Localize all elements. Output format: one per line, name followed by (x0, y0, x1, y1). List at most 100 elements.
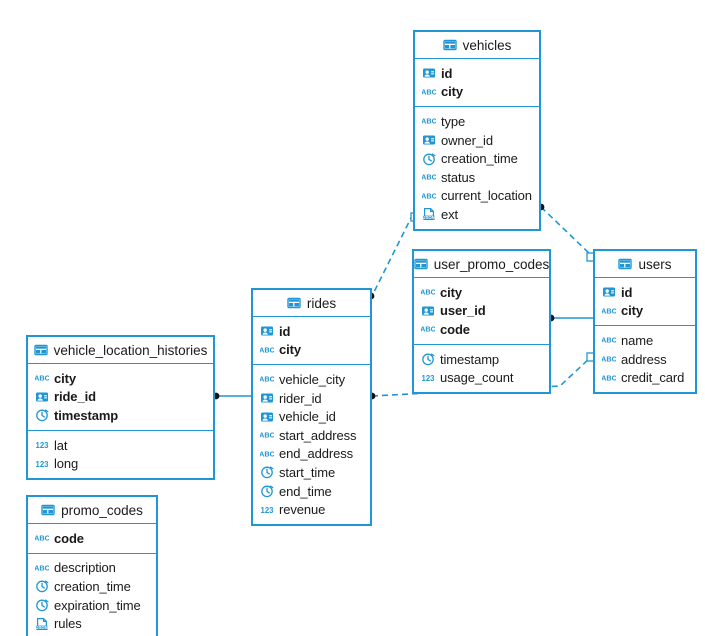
column-row[interactable]: creation_time (415, 149, 539, 168)
svg-text:ABC: ABC (260, 375, 274, 384)
abc-icon: ABC (35, 371, 49, 385)
column-row[interactable]: JSON rules (28, 614, 156, 633)
column-row[interactable]: owner_id (415, 131, 539, 150)
column-name: rules (54, 616, 82, 632)
column-name: timestamp (440, 351, 500, 367)
svg-text:123: 123 (260, 505, 274, 514)
column-name: id (279, 323, 291, 339)
table-header[interactable]: rides (253, 290, 370, 317)
svg-text:ABC: ABC (35, 374, 49, 383)
abc-icon: ABC (422, 85, 436, 99)
svg-text:ABC: ABC (422, 173, 436, 182)
relationship-vehicle_location_histories-to-rides[interactable] (212, 392, 251, 400)
abc-icon: ABC (602, 304, 616, 318)
key-id-icon (602, 285, 616, 299)
pk-column-row[interactable]: timestamp (28, 406, 213, 425)
svg-text:ABC: ABC (260, 431, 274, 440)
table-header[interactable]: vehicle_location_histories (28, 337, 213, 364)
table-header[interactable]: users (595, 251, 695, 278)
key-id-icon (35, 390, 49, 404)
column-name: vehicle_id (279, 409, 336, 425)
table-header[interactable]: vehicles (415, 32, 539, 59)
123-icon: 123 (260, 503, 274, 517)
clock-icon (35, 598, 49, 612)
123-icon: 123 (35, 457, 49, 471)
table-icon (287, 296, 301, 310)
table-icon (442, 38, 457, 52)
pk-column-row[interactable]: id (253, 322, 370, 341)
column-row[interactable]: start_time (253, 463, 370, 482)
column-name: long (54, 456, 79, 472)
column-name: rider_id (279, 390, 322, 406)
column-name: id (621, 284, 633, 300)
column-name: owner_id (441, 132, 493, 148)
svg-text:ABC: ABC (422, 191, 436, 200)
column-row[interactable]: rider_id (253, 389, 370, 408)
svg-text:JSON: JSON (423, 216, 434, 221)
table-header[interactable]: promo_codes (28, 497, 156, 524)
column-row[interactable]: expiration_time (28, 596, 156, 615)
abc-icon: ABC (421, 322, 435, 336)
svg-text:JSON: JSON (36, 625, 47, 630)
svg-text:ABC: ABC (421, 325, 435, 334)
pk-column-row[interactable]: user_id (414, 302, 549, 321)
clock-icon (422, 152, 436, 166)
column-name: start_time (279, 464, 336, 480)
column-row[interactable]: 123 long (28, 454, 213, 473)
pk-column-row[interactable]: id (415, 64, 539, 83)
abc-icon: ABC (35, 531, 49, 545)
column-name: revenue (279, 502, 326, 518)
abc-icon: ABC (602, 371, 616, 385)
key-id-icon (260, 324, 274, 338)
column-row[interactable]: timestamp (414, 350, 549, 369)
column-row[interactable]: end_time (253, 482, 370, 501)
clock-icon (260, 465, 274, 479)
pk-column-row[interactable]: ride_id (28, 388, 213, 407)
abc-icon: ABC (602, 333, 616, 347)
key-id-icon (260, 410, 274, 424)
abc-icon: ABC (260, 343, 274, 357)
pk-column-row[interactable]: id (595, 283, 695, 302)
column-row[interactable]: vehicle_id (253, 407, 370, 426)
table-header[interactable]: user_promo_codes (414, 251, 549, 278)
clock-icon (35, 408, 49, 422)
column-row[interactable]: 123 revenue (253, 500, 370, 519)
123-icon: 123 (421, 371, 435, 385)
column-row[interactable]: creation_time (28, 577, 156, 596)
key-id-icon (260, 391, 274, 405)
relationship-user_promo_codes-to-users[interactable] (547, 314, 593, 322)
json-icon: JSON (35, 617, 49, 631)
clock-icon (260, 484, 274, 498)
